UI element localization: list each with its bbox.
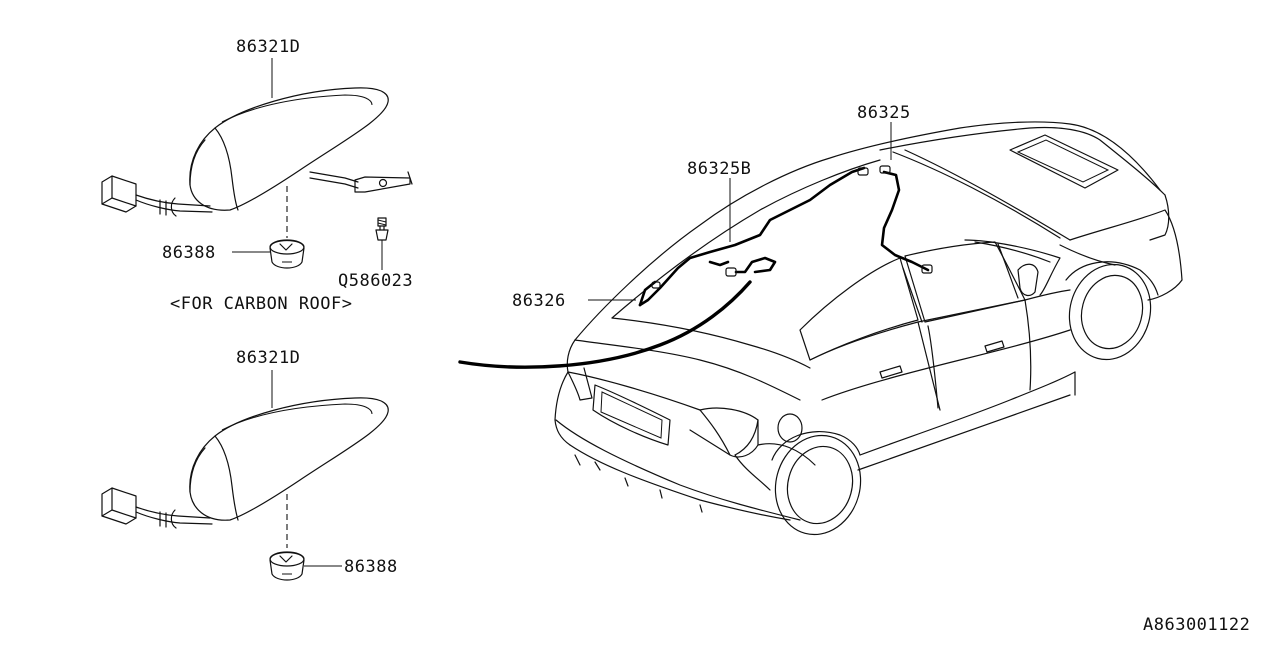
label-antenna-top: 86321D — [236, 37, 300, 57]
label-antenna-top-base: 86388 — [162, 243, 216, 263]
location-indicator-line — [458, 280, 752, 369]
antenna-top-assembly — [101, 58, 413, 270]
label-feeder-cord-rear: 86326 — [512, 291, 566, 311]
antenna-top-base — [269, 239, 305, 269]
figure-id: A863001122 — [1143, 615, 1250, 635]
bolt — [375, 217, 389, 241]
label-feeder-cord: 86325 — [857, 103, 911, 123]
feeder-cord-harness — [638, 165, 933, 307]
antenna-bottom-assembly — [101, 370, 389, 581]
label-antenna-bottom-base: 86388 — [344, 557, 398, 577]
label-bolt: Q586023 — [338, 271, 413, 291]
vehicle-illustration — [554, 121, 1183, 536]
label-antenna-bottom: 86321D — [236, 348, 300, 368]
carbon-roof-note: <FOR CARBON ROOF> — [170, 294, 353, 314]
antenna-bottom-base — [269, 551, 305, 581]
label-feeder-cord-main: 86325B — [687, 159, 751, 179]
